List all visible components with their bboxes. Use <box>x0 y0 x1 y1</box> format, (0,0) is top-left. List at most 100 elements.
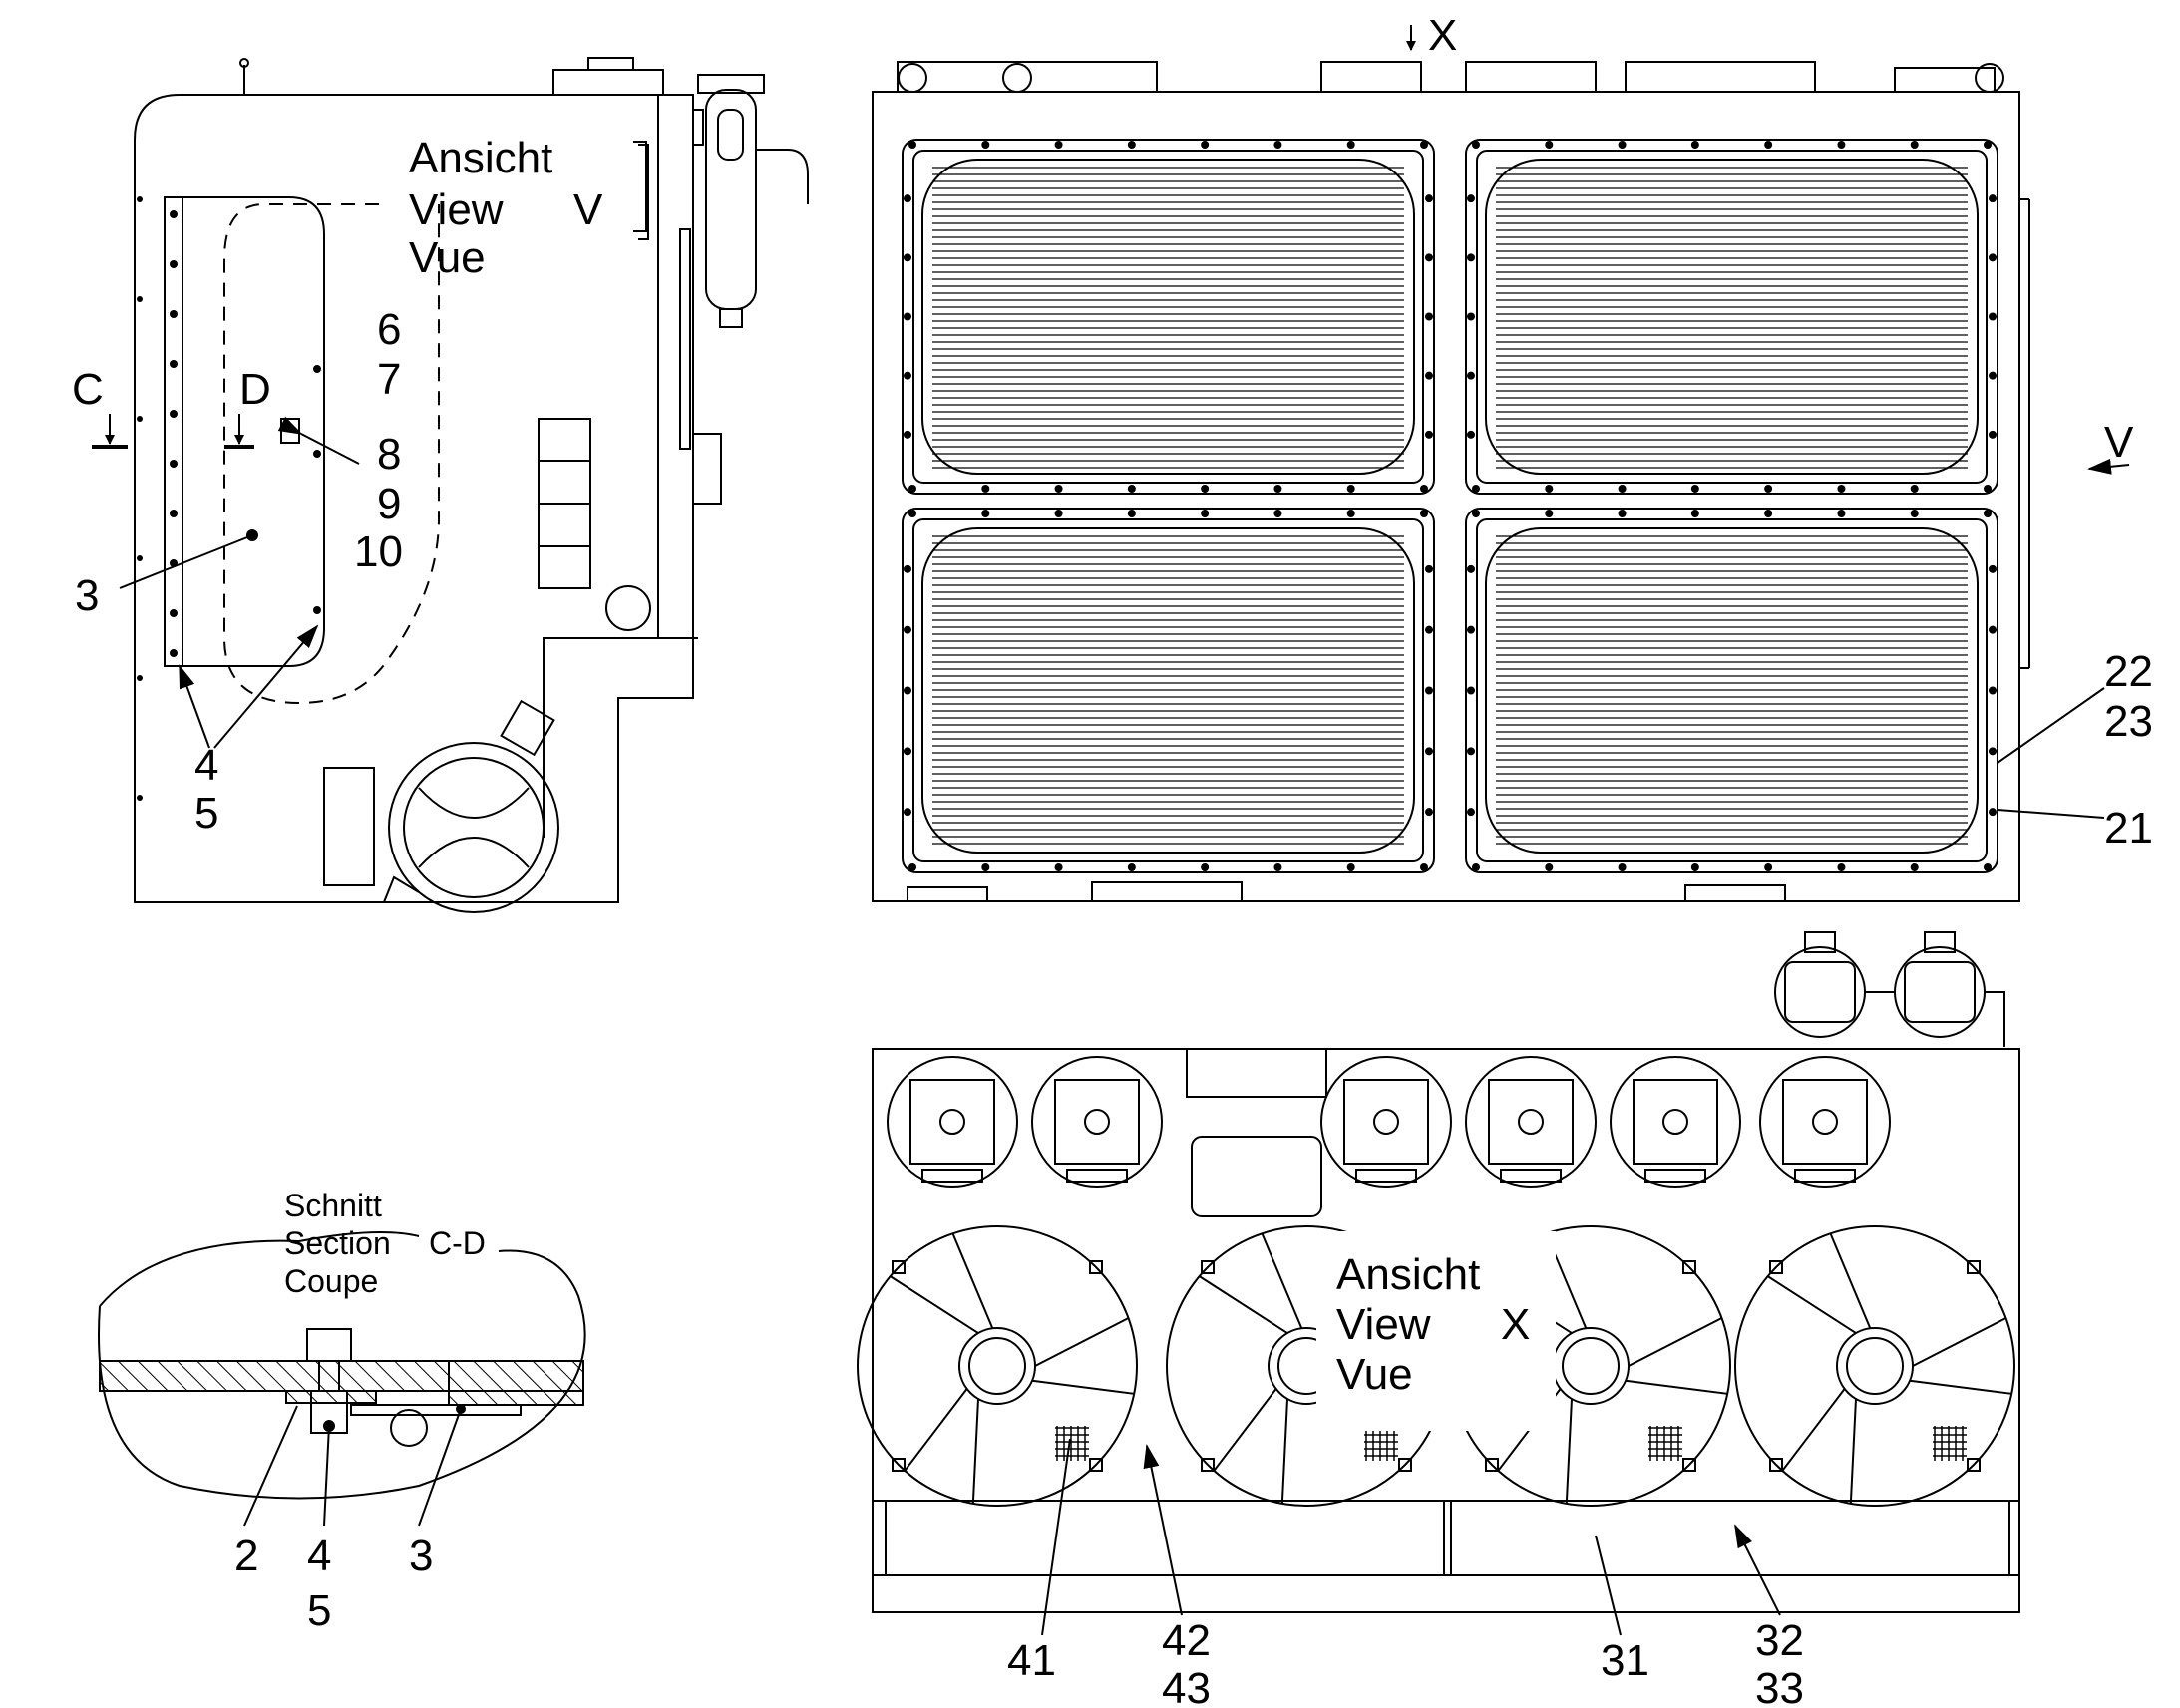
screw <box>1545 485 1554 493</box>
fan-hub <box>1084 1109 1110 1135</box>
fan-strut <box>1781 1388 1846 1472</box>
callout-9: 9 <box>377 480 401 528</box>
screw <box>1201 485 1210 493</box>
screw <box>1910 485 1919 493</box>
screw <box>1425 625 1433 634</box>
fan-bracket <box>1769 1457 1784 1472</box>
large-fan-hub-inner <box>1846 1337 1904 1395</box>
section-heading-3: Coupe <box>284 1263 378 1299</box>
screw <box>1989 194 1997 203</box>
screw <box>1467 194 1475 203</box>
screw <box>1989 430 1997 439</box>
screw <box>1467 686 1475 695</box>
screw <box>981 485 990 493</box>
large-fan-hub <box>1836 1327 1914 1405</box>
fan-plate <box>1355 1169 1417 1183</box>
screw <box>1127 510 1136 517</box>
view-label-mask <box>1316 1231 1556 1431</box>
large-fan-hub-inner <box>1562 1337 1620 1395</box>
screw <box>1690 863 1699 871</box>
screw <box>908 141 916 149</box>
screw <box>1425 564 1433 573</box>
front-view <box>872 25 2130 902</box>
screw <box>1127 863 1136 871</box>
screw <box>1545 510 1554 517</box>
callout-4-section: 4 <box>307 1532 331 1580</box>
fan-strut <box>1199 1275 1288 1334</box>
section-detail <box>98 1231 586 1527</box>
screw <box>1989 312 1997 321</box>
fan-bracket <box>1966 1260 1981 1275</box>
screw <box>908 485 916 493</box>
bottom-view-heading-3: Vue <box>1336 1350 1413 1399</box>
screw <box>1467 430 1475 439</box>
small-fan <box>1759 1056 1891 1188</box>
screw <box>981 510 990 517</box>
screw <box>1472 485 1480 493</box>
callout-22: 22 <box>2104 647 2153 696</box>
fan-strut <box>1213 1388 1277 1472</box>
bottom-view-heading-1: Ansicht <box>1336 1250 1480 1299</box>
bottom-view <box>872 931 2020 1636</box>
fan-bracket <box>1966 1457 1981 1472</box>
screw <box>1910 863 1919 871</box>
screw <box>1425 312 1433 321</box>
fan-plate <box>1644 1169 1706 1183</box>
callout-42: 42 <box>1162 1616 1211 1665</box>
small-fan <box>1031 1056 1163 1188</box>
callout-5-section: 5 <box>307 1586 331 1635</box>
screw <box>1690 510 1699 517</box>
fan-hub <box>939 1109 965 1135</box>
screw <box>1690 141 1699 149</box>
fan-bracket <box>1088 1260 1103 1275</box>
screw <box>1472 510 1480 517</box>
screw <box>1989 747 1997 756</box>
fan-strut <box>1031 1379 1135 1395</box>
callout-2: 2 <box>234 1532 258 1580</box>
callout-31: 31 <box>1601 1636 1649 1685</box>
fan-mount <box>1343 1079 1429 1165</box>
fan-plate <box>1066 1169 1128 1183</box>
bottom-view-labels: Ansicht View Vue X 41 42 43 31 32 33 <box>1007 1250 1804 1708</box>
screw <box>1467 808 1475 817</box>
screw <box>1989 625 1997 634</box>
side-view-heading-1: Ansicht <box>409 134 552 182</box>
fan-bracket <box>1088 1457 1103 1472</box>
fan-bracket <box>1769 1260 1784 1275</box>
screw <box>1346 141 1355 149</box>
screw <box>1837 510 1846 517</box>
fan-bracket <box>1485 1457 1500 1472</box>
fan-strut <box>904 1388 968 1472</box>
screw <box>904 686 911 695</box>
screw <box>1420 485 1428 493</box>
section-heading-2: Section <box>284 1225 391 1261</box>
screw <box>1346 510 1355 517</box>
screw <box>1467 625 1475 634</box>
side-view-labels: Ansicht View Vue V C D 6 7 8 9 10 3 4 5 <box>72 134 603 838</box>
fan-hub <box>1518 1109 1544 1135</box>
callout-21: 21 <box>2104 804 2153 853</box>
fan-hub <box>1662 1109 1688 1135</box>
screw <box>1989 564 1997 573</box>
callout-5: 5 <box>194 789 218 838</box>
screw <box>1472 863 1480 871</box>
screw <box>904 430 911 439</box>
screw <box>1467 371 1475 380</box>
fan-strut <box>1261 1232 1303 1329</box>
screw <box>904 747 911 756</box>
fan-hub <box>1812 1109 1838 1135</box>
screw <box>1984 510 1992 517</box>
fan-plate <box>1500 1169 1562 1183</box>
large-fan-units <box>857 1225 2015 1507</box>
screw <box>1273 510 1282 517</box>
screw <box>1127 485 1136 493</box>
screw <box>1690 485 1699 493</box>
callout-32: 32 <box>1755 1616 1804 1665</box>
screw <box>1545 863 1554 871</box>
screw <box>1425 686 1433 695</box>
screw <box>1837 485 1846 493</box>
screw <box>1201 863 1210 871</box>
fan-strut <box>1034 1317 1129 1367</box>
screw <box>1420 863 1428 871</box>
